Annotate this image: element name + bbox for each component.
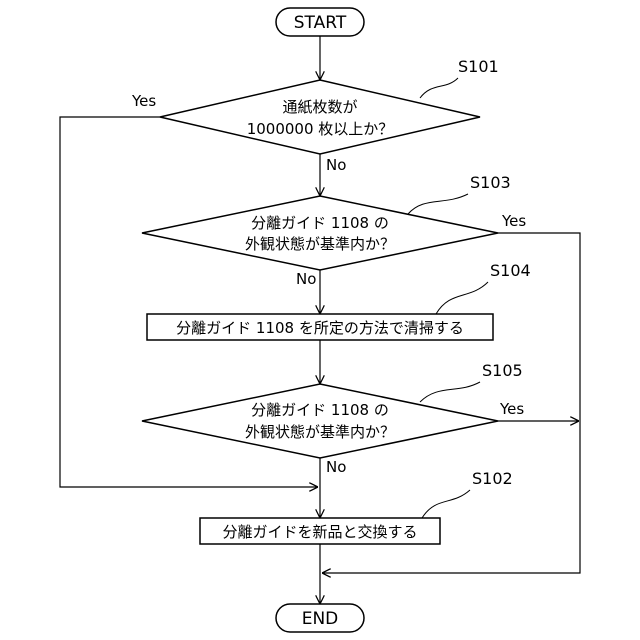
process-s102-text: 分離ガイドを新品と交換する bbox=[222, 523, 417, 541]
decision-s105-line2: 外観状態が基準内か？ bbox=[245, 423, 395, 441]
s101-no-label: No bbox=[326, 156, 346, 174]
s103-no-label: No bbox=[296, 270, 316, 288]
decision-s103-line1: 分離ガイド 1108 の bbox=[251, 214, 389, 232]
leader-s103 bbox=[408, 194, 468, 214]
decision-s103: 分離ガイド 1108 の 外観状態が基準内か？ bbox=[142, 196, 498, 270]
start-label: START bbox=[294, 13, 347, 33]
step-label-s103: S103 bbox=[470, 173, 511, 192]
leader-s105 bbox=[420, 382, 480, 402]
leader-s102 bbox=[422, 490, 470, 518]
leader-s101 bbox=[420, 78, 458, 98]
decision-s101-line2: 1000000 枚以上か？ bbox=[247, 120, 394, 138]
process-s102: 分離ガイドを新品と交換する bbox=[200, 518, 440, 544]
process-s104: 分離ガイド 1108 を所定の方法で清掃する bbox=[147, 314, 493, 340]
leader-s104 bbox=[436, 282, 488, 314]
step-label-s101: S101 bbox=[458, 57, 499, 76]
decision-s105: 分離ガイド 1108 の 外観状態が基準内か？ bbox=[142, 384, 498, 458]
s105-yes-label: Yes bbox=[499, 400, 524, 418]
s103-yes-label: Yes bbox=[501, 212, 526, 230]
s105-no-label: No bbox=[326, 458, 346, 476]
end-label: END bbox=[302, 609, 339, 629]
decision-s101: 通紙枚数が 1000000 枚以上か？ bbox=[160, 80, 480, 154]
decision-s105-line1: 分離ガイド 1108 の bbox=[251, 401, 389, 419]
decision-s101-line1: 通紙枚数が bbox=[282, 98, 357, 116]
process-s104-text: 分離ガイド 1108 を所定の方法で清掃する bbox=[176, 319, 464, 337]
end-terminal: END bbox=[276, 604, 364, 632]
start-terminal: START bbox=[276, 8, 364, 36]
step-label-s102: S102 bbox=[472, 469, 513, 488]
step-label-s105: S105 bbox=[482, 361, 523, 380]
decision-s103-line2: 外観状態が基準内か？ bbox=[245, 235, 395, 253]
step-label-s104: S104 bbox=[490, 261, 531, 280]
s101-yes-label: Yes bbox=[131, 92, 156, 110]
